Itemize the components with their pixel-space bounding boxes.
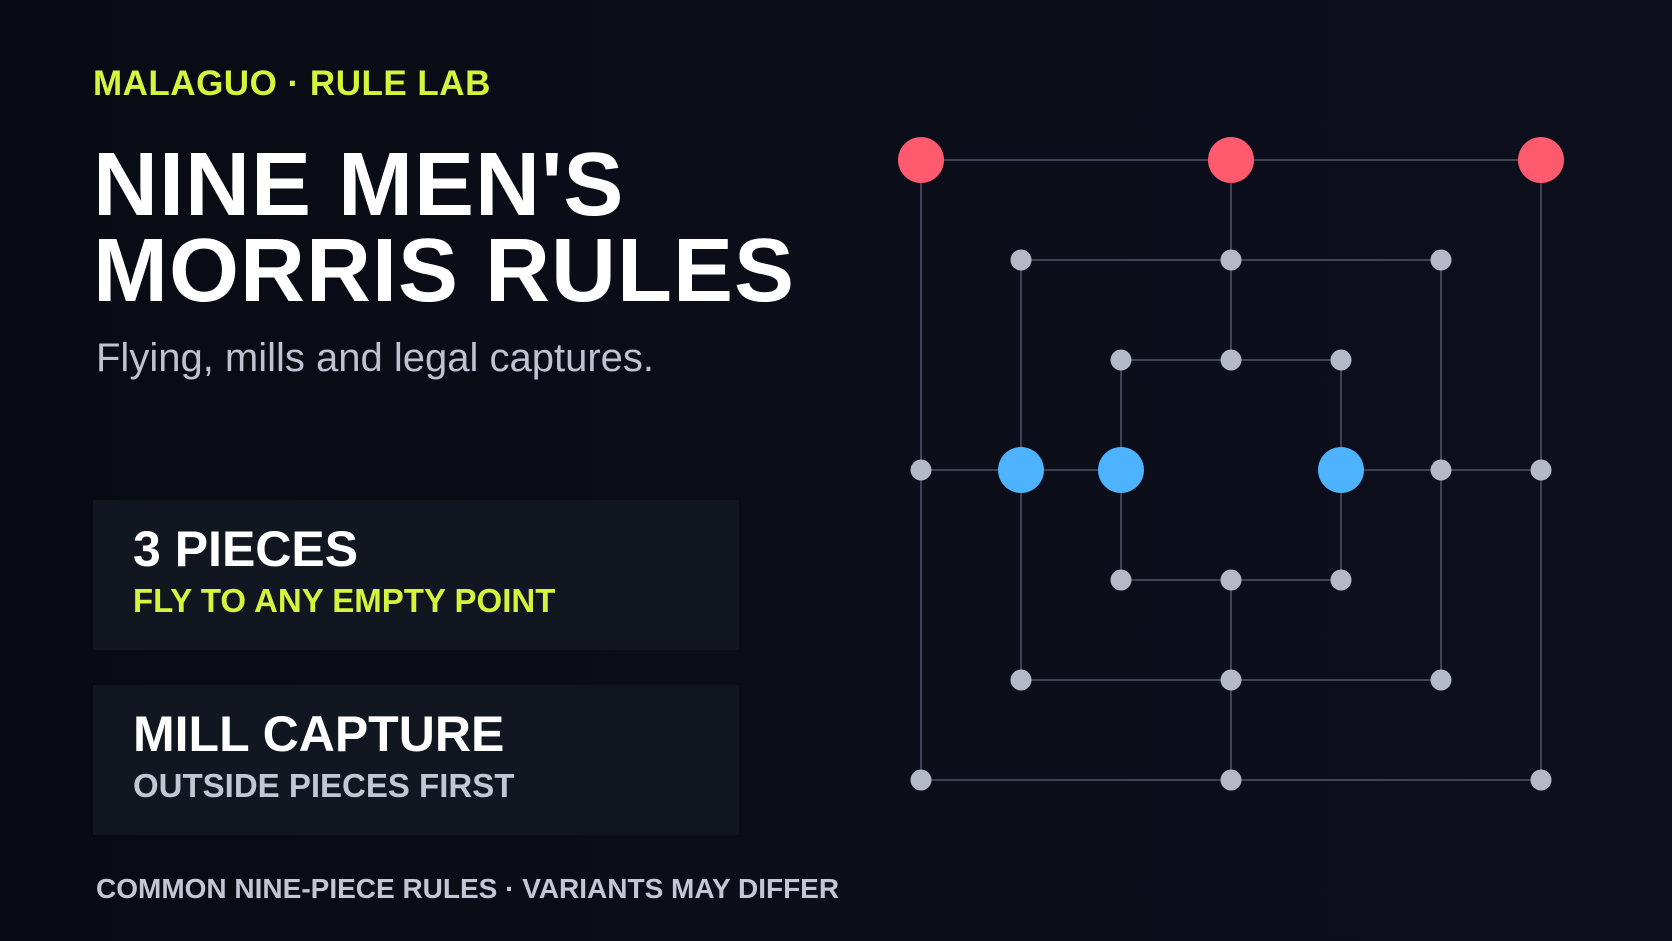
rule-card-flying: 3 PIECES FLY TO ANY EMPTY POINT (93, 500, 739, 650)
red-piece-outer-top-right[interactable] (1518, 137, 1564, 183)
rule-card-capture-title: MILL CAPTURE (133, 706, 505, 762)
empty-point-middle-bottom-right[interactable] (1430, 669, 1452, 691)
blue-piece-inner-left-middle[interactable] (1098, 447, 1144, 493)
blue-piece-middle-left-middle[interactable] (998, 447, 1044, 493)
rule-card-flying-title: 3 PIECES (133, 521, 359, 577)
empty-point-outer-left-middle[interactable] (910, 459, 932, 481)
empty-point-inner-top-left[interactable] (1110, 349, 1132, 371)
empty-point-inner-bottom-right[interactable] (1330, 569, 1352, 591)
rule-card-capture-subtitle: OUTSIDE PIECES FIRST (133, 767, 515, 804)
empty-point-inner-top-right[interactable] (1330, 349, 1352, 371)
empty-point-middle-top-middle[interactable] (1220, 249, 1242, 271)
rule-card-capture: MILL CAPTURE OUTSIDE PIECES FIRST (93, 685, 739, 835)
empty-point-outer-bottom-left[interactable] (910, 769, 932, 791)
empty-point-middle-bottom-left[interactable] (1010, 669, 1032, 691)
empty-point-outer-right-middle[interactable] (1530, 459, 1552, 481)
empty-point-middle-top-right[interactable] (1430, 249, 1452, 271)
board-points (898, 137, 1564, 791)
red-piece-outer-top-left[interactable] (898, 137, 944, 183)
red-piece-outer-top-middle[interactable] (1208, 137, 1254, 183)
page-title: NINE MEN'S MORRIS RULES (93, 135, 796, 321)
empty-point-middle-top-left[interactable] (1010, 249, 1032, 271)
empty-point-inner-bottom-middle[interactable] (1220, 569, 1242, 591)
page-subtitle: Flying, mills and legal captures. (96, 336, 655, 380)
empty-point-outer-bottom-middle[interactable] (1220, 769, 1242, 791)
page-title-line-1: NINE MEN'S (93, 135, 625, 235)
page-title-line-2: MORRIS RULES (93, 221, 796, 321)
board-ring-inner (1120, 359, 1342, 581)
rule-card-flying-subtitle: FLY TO ANY EMPTY POINT (133, 582, 556, 619)
empty-point-inner-bottom-left[interactable] (1110, 569, 1132, 591)
empty-point-middle-right-middle[interactable] (1430, 459, 1452, 481)
blue-piece-inner-right-middle[interactable] (1318, 447, 1364, 493)
empty-point-inner-top-middle[interactable] (1220, 349, 1242, 371)
empty-point-outer-bottom-right[interactable] (1530, 769, 1552, 791)
footer-note: COMMON NINE-PIECE RULES · VARIANTS MAY D… (96, 873, 840, 904)
empty-point-middle-bottom-middle[interactable] (1220, 669, 1242, 691)
kicker: MALAGUO · RULE LAB (93, 64, 491, 103)
